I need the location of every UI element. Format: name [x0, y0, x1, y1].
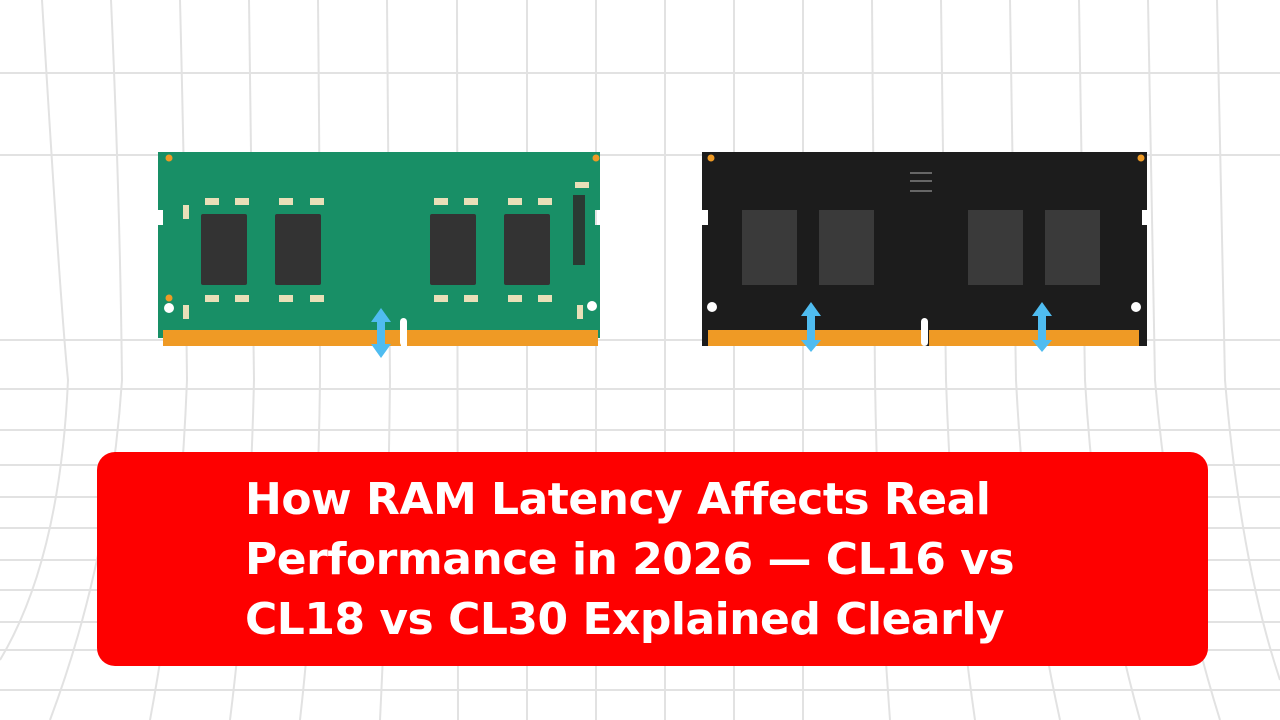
memory-chips — [742, 210, 1100, 285]
black-ram-module — [702, 152, 1147, 352]
memory-chips — [201, 214, 550, 285]
green-ram-module — [158, 152, 600, 358]
title-line-2: Performance in 2026 — CL16 vs — [245, 534, 1015, 585]
page-title: How RAM Latency Affects Real Performance… — [245, 470, 1145, 650]
title-banner — [97, 452, 1208, 666]
title-line-3: CL18 vs CL30 Explained Clearly — [245, 594, 1005, 645]
arrow-icon — [371, 308, 391, 358]
arrow-icon — [801, 302, 1052, 352]
title-line-1: How RAM Latency Affects Real — [245, 474, 991, 525]
